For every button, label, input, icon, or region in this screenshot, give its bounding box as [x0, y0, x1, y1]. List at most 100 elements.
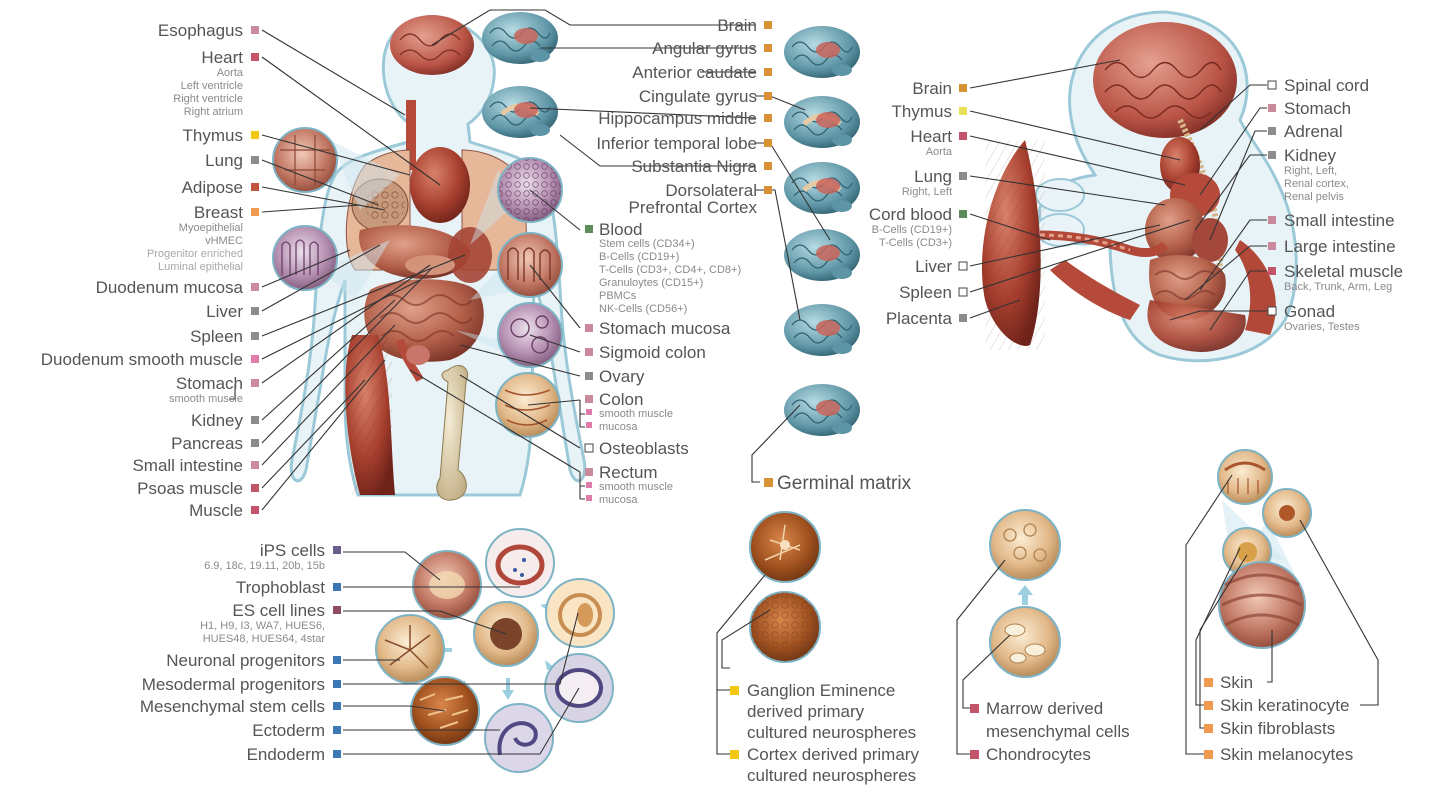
cell-circle-chondrocytes: [989, 509, 1061, 581]
label-text: cultured neurospheres: [747, 723, 916, 742]
adult-label-psoas-muscle: Psoas muscle: [137, 479, 259, 498]
color-square: [730, 750, 739, 759]
color-square: [1267, 306, 1277, 316]
esophagus-shape: [406, 100, 416, 170]
label-text: iPS cells: [260, 541, 325, 560]
sub-label: PBMCs: [599, 290, 637, 302]
stem-label-neuronal-progenitors: Neuronal progenitors: [166, 651, 341, 670]
sub-label: smooth muscle: [599, 481, 673, 493]
color-square: [333, 680, 341, 688]
fetal-brain: [1093, 22, 1237, 138]
sub-label: Aorta: [926, 146, 953, 158]
sub-label: 6.9, 18c, 19.11, 20b, 15b: [204, 560, 325, 572]
color-square: [1268, 127, 1276, 135]
color-square: [764, 139, 772, 147]
label-text: Duodenum mucosa: [96, 278, 244, 297]
adult-label-duodenum-smooth-muscle: Duodenum smooth muscle: [41, 350, 259, 369]
sub-label: smooth muscle: [599, 408, 673, 420]
label-text: mesenchymal cells: [986, 722, 1130, 741]
color-square: [1204, 678, 1213, 687]
sub-label: Aorta: [217, 67, 244, 79]
brain-label-cingulate-gyrus: Cingulate gyrus: [639, 87, 772, 106]
label-text: Adrenal: [1284, 122, 1343, 141]
label-text: Kidney: [191, 411, 243, 430]
sub-label: Luminal epithelial: [158, 261, 243, 273]
label-text: Skeletal muscle: [1284, 262, 1403, 281]
color-square: [251, 283, 259, 291]
color-square: [333, 583, 341, 591]
label-text: Muscle: [189, 501, 243, 520]
label-text: derived primary: [747, 702, 865, 721]
label-text: ES cell lines: [232, 601, 325, 620]
color-square-small: [586, 482, 592, 488]
sub-label: HUES48, HUES64, 4star: [203, 633, 326, 645]
color-square: [585, 372, 593, 380]
label-text-line2: Prefrontal Cortex: [629, 198, 758, 217]
label-text: Cortex derived primary: [747, 745, 919, 764]
color-square: [585, 468, 593, 476]
color-square: [584, 443, 594, 453]
skin-label-skin-melanocytes: Skin melanocytes: [1204, 745, 1353, 764]
cell-circle-ips: [412, 550, 482, 620]
sub-label: Left ventricle: [181, 80, 243, 92]
adult-label-adipose: Adipose: [182, 178, 259, 197]
sub-label: NK-Cells (CD56+): [599, 303, 687, 315]
color-square: [958, 261, 968, 271]
cell-circle-skin-mid: [1262, 488, 1312, 538]
color-square: [1268, 104, 1276, 112]
fetal-label-stomach: Stomach: [1268, 99, 1351, 118]
label-text: Mesenchymal stem cells: [140, 697, 325, 716]
sub-label: Progenitor enriched: [147, 248, 243, 260]
adult-tissue-circles: [272, 127, 563, 438]
adult-label-small-intestine: Small intestine: [132, 456, 259, 475]
tissue-circle-heart-muscle: [272, 127, 338, 193]
brain-label-inferior-temporal-lobe: Inferior temporal lobe: [596, 134, 772, 153]
fetus-illustration: [981, 10, 1298, 363]
adult-label-stomach-mucosa: Stomach mucosa: [585, 319, 731, 338]
label-text: Chondrocytes: [986, 745, 1091, 764]
sub-label: mucosa: [599, 421, 638, 433]
label-text: Large intestine: [1284, 237, 1396, 256]
fetal-label-placenta: Placenta: [886, 309, 967, 328]
label-text: Lung: [914, 167, 952, 186]
label-text: Spleen: [899, 283, 952, 302]
sub-label: Right atrium: [184, 106, 243, 118]
color-square: [251, 379, 259, 387]
label-text: Heart: [910, 127, 952, 146]
color-square: [251, 355, 259, 363]
label-text: Dorsolateral: [665, 181, 757, 200]
cell-circle-marrow: [989, 606, 1061, 678]
label-text: Cord blood: [869, 205, 952, 224]
adult-label-pancreas: Pancreas: [171, 434, 259, 453]
brain-label-angular-gyrus: Angular gyrus: [652, 39, 772, 58]
color-square: [958, 287, 968, 297]
fetal-label-thymus: Thymus: [892, 102, 967, 121]
color-square: [1267, 80, 1277, 90]
color-square: [959, 210, 967, 218]
adult-label-duodenum-mucosa: Duodenum mucosa: [96, 278, 259, 297]
sub-label: smooth muscle: [169, 393, 243, 405]
color-square: [333, 726, 341, 734]
adult-label-thymus: Thymus: [183, 126, 259, 145]
color-square: [251, 26, 259, 34]
color-square: [251, 506, 259, 514]
adult-label-muscle: Muscle: [189, 501, 259, 520]
label-text: Anterior caudate: [632, 63, 757, 82]
label-text: Placenta: [886, 309, 953, 328]
label-text: Marrow derived: [986, 699, 1103, 718]
sub-label: Stem cells (CD34+): [599, 238, 695, 250]
label-text: Rectum: [599, 463, 658, 482]
label-text: Liver: [915, 257, 952, 276]
label-text: Inferior temporal lobe: [596, 134, 757, 153]
label-text: Psoas muscle: [137, 479, 243, 498]
neurosphere-circles: [749, 511, 821, 663]
color-square: [1204, 750, 1213, 759]
brain-thumbnail: [482, 86, 558, 138]
sub-label: Back, Trunk, Arm, Leg: [1284, 281, 1392, 293]
